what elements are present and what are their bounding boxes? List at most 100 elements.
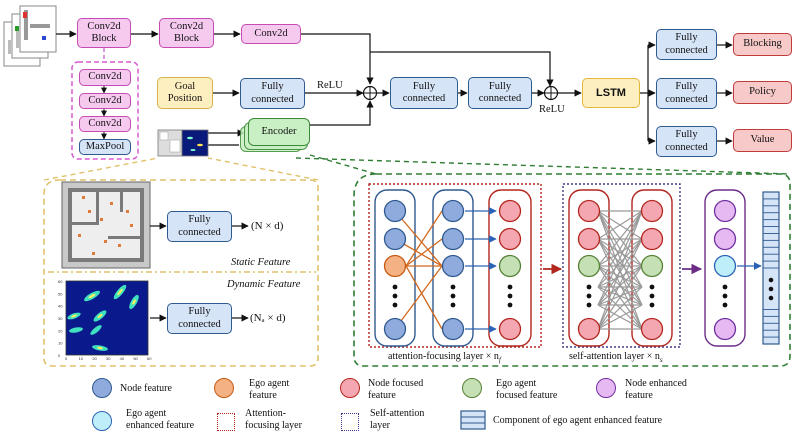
legend-attention-focusing-layer: Attention- focusing layer (245, 408, 302, 431)
node-col2 (441, 199, 465, 223)
policy-label: Policy (749, 86, 776, 98)
node-col6 (713, 199, 737, 223)
node-col2 (441, 227, 465, 251)
fc-mid-2: Fully connected (468, 77, 532, 109)
policy-output: Policy (733, 81, 792, 104)
legend-node-feature: Node feature (120, 383, 172, 394)
maxpool: MaxPool (79, 139, 131, 155)
sub-conv2d-1: Conv2d (79, 69, 131, 86)
heatmap-xtick: 0 (65, 356, 68, 361)
node-col2 (441, 317, 465, 341)
fc-out-policy-label: Fully connected (665, 81, 708, 105)
legend-component-label: Component of ego agent enhanced feature (493, 415, 663, 426)
sub-conv2d-1-label: Conv2d (88, 71, 122, 83)
node-col5 (640, 227, 664, 251)
sub-conv2d-3: Conv2d (79, 116, 131, 132)
conv2d-block-2-label: Conv2d Block (169, 20, 204, 44)
heatmap-xtick: 10 (79, 356, 84, 361)
map-thumbnail (157, 129, 209, 157)
legend-ego-agent-enhanced-feature: Ego agent enhanced feature (126, 408, 195, 431)
node-col3 (498, 317, 522, 341)
node-col6 (713, 227, 737, 251)
ellipsis-col4 (586, 284, 592, 308)
fc-out-policy: Fully connected (656, 78, 717, 109)
legend-node-focused-feature: Node focused feature (368, 378, 424, 401)
lstm-label: LSTM (596, 86, 626, 99)
legend-node-enhanced-feature: Node enhanced feature (625, 378, 687, 401)
legend-component-icon (460, 410, 486, 430)
legend-ego-focused-icon (462, 378, 482, 398)
encoder-label: Encoder (261, 125, 297, 137)
ellipsis-col5 (649, 284, 655, 308)
ellipsis-col6 (722, 284, 728, 308)
attention-focusing-subscript: f (498, 356, 501, 364)
fc-goal-label: Fully connected (251, 81, 294, 105)
blocking-label: Blocking (743, 38, 782, 50)
node-col4 (577, 254, 601, 278)
conv2d-block-1-label: Conv2d Block (87, 20, 121, 44)
legend-attention-focusing-icon (217, 413, 235, 431)
value-output: Value (733, 129, 792, 152)
sub-conv2d-2-label: Conv2d (88, 94, 122, 106)
ellipsis-col1 (392, 284, 398, 308)
input-image-stack (3, 5, 57, 67)
static-feature-label: Static Feature (231, 257, 291, 268)
static-map-image (61, 181, 151, 269)
conv2d-block-1: Conv2d Block (77, 18, 131, 48)
node-col6 (713, 254, 737, 278)
fc-mid-2-label: Fully connected (478, 80, 522, 104)
attention-focusing-text: attention-focusing layer × n (388, 351, 499, 362)
dynamic-dim: (Nₐ × d) (250, 312, 286, 324)
heatmap-xtick: 40 (120, 356, 125, 361)
sub-conv2d-2: Conv2d (79, 93, 131, 109)
legend-ego-agent-feature: Ego agent feature (249, 378, 290, 401)
node-col4 (577, 199, 601, 223)
goal-position: Goal Position (157, 77, 213, 109)
ellipsis-col2 (450, 284, 456, 308)
goal-position-label: Goal Position (167, 80, 203, 104)
node-col3 (498, 199, 522, 223)
node-col4 (577, 227, 601, 251)
node-col5 (640, 254, 664, 278)
self-attention-subscript: s (659, 356, 663, 364)
fc-static-label: Fully connected (178, 214, 221, 238)
heatmap-xtick: 30 (106, 356, 111, 361)
node-col3 (498, 227, 522, 251)
ego-enhanced-component-stack (762, 191, 780, 345)
node-col1 (383, 254, 407, 278)
heatmap-ytick: 30 (58, 316, 63, 321)
relu-label-1: ReLU (317, 80, 343, 91)
fc-out-blocking-label: Fully connected (665, 32, 708, 56)
node-col4 (577, 317, 601, 341)
heatmap-ytick: 40 (58, 304, 63, 309)
legend-node-enhanced-icon (596, 378, 616, 398)
node-col5 (640, 199, 664, 223)
lstm: LSTM (582, 78, 640, 108)
dynamic-feature-label: Dynamic Feature (227, 279, 301, 290)
conv2d-layer: Conv2d (241, 24, 301, 44)
legend-node-focused-icon (340, 378, 360, 398)
node-col1 (383, 199, 407, 223)
fc-out-blocking: Fully connected (656, 29, 717, 60)
heatmap-xtick: 50 (133, 356, 138, 361)
node-col3 (498, 254, 522, 278)
fc-dynamic-label: Fully connected (178, 306, 221, 330)
fc-mid-1-label: Fully connected (402, 80, 446, 104)
legend-self-attention-layer: Self-attention layer (370, 408, 425, 431)
fc-out-value-label: Fully connected (665, 129, 708, 153)
conv2d-block-2: Conv2d Block (159, 18, 214, 48)
fc-out-value: Fully connected (656, 126, 717, 157)
relu-label-2: ReLU (539, 104, 565, 115)
node-col1 (383, 227, 407, 251)
conv2d-layer-label: Conv2d (254, 27, 288, 39)
attention-focusing-label: attention-focusing layer × nf (388, 351, 501, 364)
heatmap-xtick: 60 (147, 356, 152, 361)
heatmap-ytick: 50 (58, 291, 63, 296)
fc-static: Fully connected (167, 211, 232, 242)
legend-self-attention-icon (341, 413, 359, 431)
value-label: Value (750, 134, 775, 146)
heatmap-ytick: 60 (58, 279, 63, 284)
node-col5 (640, 317, 664, 341)
